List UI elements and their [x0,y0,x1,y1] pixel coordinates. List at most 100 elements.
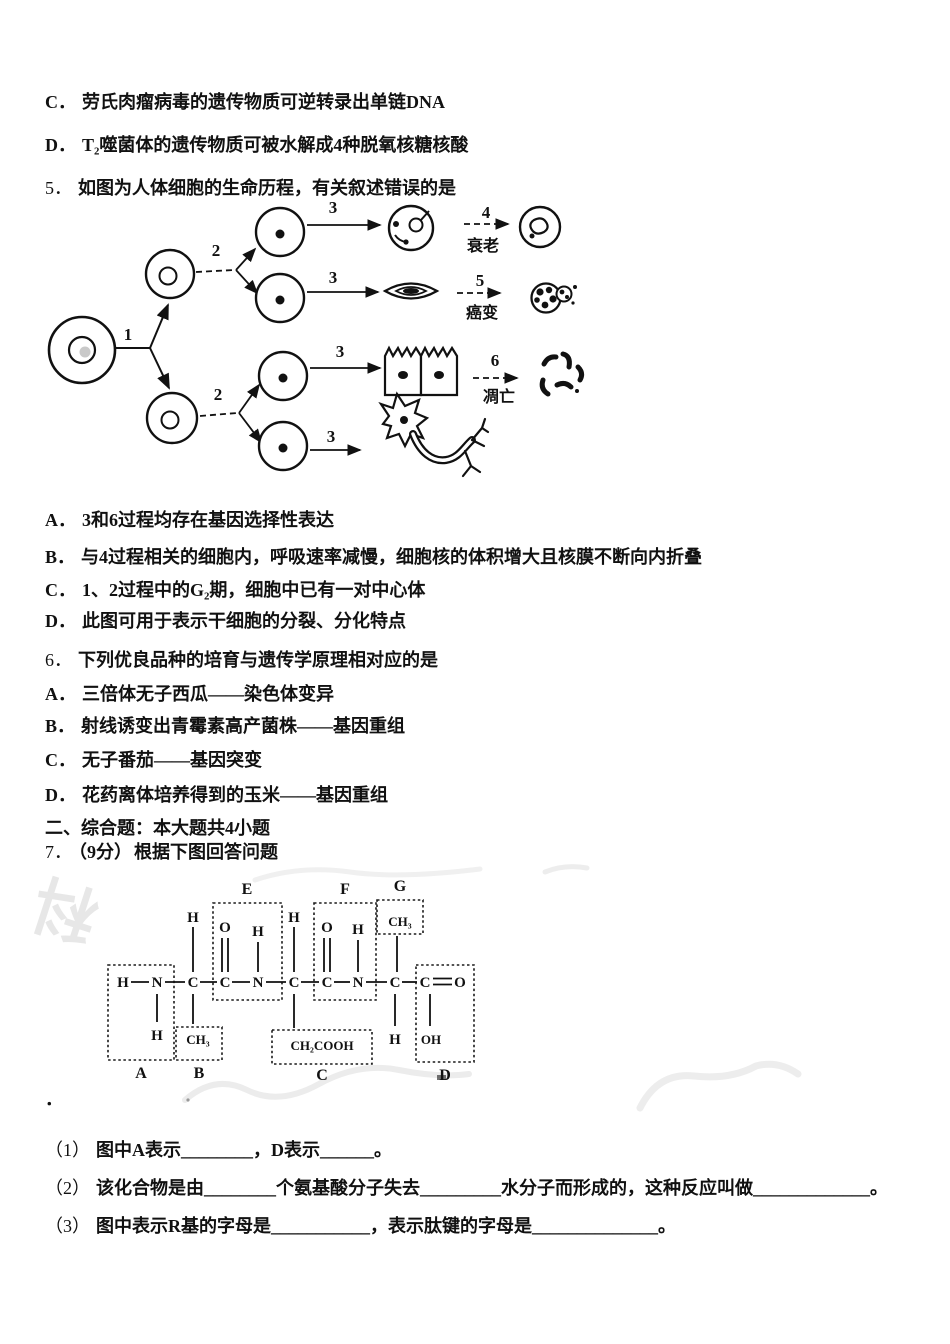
option-label: A． [45,684,76,704]
sub-question-text: 图中表示R基的字母是___________，表示肽键的字母是__________… [96,1216,676,1236]
step-3-label: 3 [329,268,338,287]
atom-H: H [352,922,364,938]
progenitor-cell-upper [144,248,196,300]
option-text: 3和6过程均存在基因选择性表达 [82,510,334,530]
q6-stem: 6．下列优良品种的培育与遗传学原理相对应的是 [45,646,438,672]
q4-option-c: C． 劳氏肉瘤病毒的遗传物质可逆转录出单链DNA [45,88,445,114]
step-3-label: 3 [336,342,345,361]
q7-stem: 7． （9分）根据下图回答问题 [45,838,278,864]
atom-O: O [321,920,333,936]
aged-cell [518,205,562,249]
step-1-label: 1 [124,325,133,344]
q6-option-b: B．射线诱变出青霉素高产菌株——基因重组 [45,712,405,738]
question-text: 根据下图回答问题 [134,842,278,862]
group-OH: OH [421,1032,441,1047]
option-text: 射线诱变出青霉素高产菌株——基因重组 [81,716,406,736]
atom-H: H [389,1032,401,1048]
step-2-label: 2 [214,385,223,404]
stem-cell [47,315,117,385]
option-text: 与4过程相关的细胞内，呼吸速率减慢，细胞核的体积增大且核膜不断向内折叠 [81,547,703,567]
option-text: T₂噬菌体的遗传物质可被水解成4种脱氧核糖核酸 [82,135,469,155]
atom-C: C [188,975,199,991]
sub-question-label: （2） [45,1178,90,1198]
q5-stem: 5． 如图为人体细胞的生命历程，有关叙述错误的是 [45,174,456,200]
bottom-substituents: H CH₃ CH₂COOH H OH [151,994,441,1053]
question-number: 7． [45,842,72,862]
atom-C: C [322,975,333,991]
label-E: E [242,881,253,898]
label-B: B [194,1065,205,1082]
option-text: 劳氏肉瘤病毒的遗传物质可逆转录出单链DNA [82,92,445,112]
q6-option-d: D．花药离体培养得到的玉米——基因重组 [45,781,388,807]
option-text: 花药离体培养得到的玉米——基因重组 [82,785,388,805]
label-F: F [340,881,350,898]
box-A [107,964,175,1061]
cancer-label: 癌变 [466,303,498,322]
atom-H: H [187,910,199,926]
neuron-cell [378,391,490,478]
atom-H: H [117,975,129,991]
aging-label: 衰老 [466,236,499,255]
q4-option-d: D．T₂噬菌体的遗传物质可被水解成4种脱氧核糖核酸 [45,131,468,157]
atom-C: C [289,975,300,991]
q5-option-d: D．此图可用于表示干细胞的分裂、分化特点 [45,607,406,633]
atom-N: N [152,975,163,991]
q5-option-c: C．1、2过程中的G₂期，细胞中已有一对中心体 [45,576,425,602]
group-CH3: CH₃ [186,1032,210,1047]
daughter-cell-2 [254,272,306,324]
main-chain: H N C C N C C N C C O [117,975,466,991]
option-text: 无子番茄——基因突变 [82,750,262,770]
daughter-cell-4 [257,420,309,472]
top-substituents: H O H H O H CH₃ [187,910,412,972]
option-label: B． [45,716,76,736]
daughter-cell-3 [257,350,309,402]
question-number: 5． [45,178,72,198]
atom-N: N [253,975,264,991]
stray-period: ． [45,1089,63,1109]
option-label: C． [45,750,76,770]
atom-N: N [353,975,364,991]
q6-option-a: A．三倍体无子西瓜——染色体变异 [45,680,334,706]
step-4-label: 4 [482,203,491,222]
box-F [313,902,377,1001]
step-3-label: 3 [327,427,336,446]
atom-C: C [420,975,431,991]
question-number: 6． [45,650,72,670]
group-CH2COOH: CH₂COOH [290,1038,353,1053]
label-A: A [135,1065,147,1082]
box-G [376,899,424,935]
q7-peptide-structure: H N C C N C C N C C O H O H H O H CH₃ [107,878,475,1084]
option-label: A． [45,510,76,530]
section-2-heading: 二、综合题：本大题共4小题 [45,814,270,840]
step-6-label: 6 [491,351,500,370]
atom-H: H [288,910,300,926]
atom-H: H [151,1028,163,1044]
progenitor-cell-lower [145,391,199,445]
step-3-label: 3 [329,198,338,217]
apoptotic-fragments [539,351,585,397]
option-label: C． [45,92,76,112]
section-heading-text: 二、综合题：本大题共4小题 [45,818,270,838]
q5-option-b: B．与4过程相关的细胞内，呼吸速率减慢，细胞核的体积增大且核膜不断向内折叠 [45,543,702,569]
group-CH3: CH₃ [388,914,412,929]
epithelial-cells [383,345,459,397]
question-text: 如图为人体细胞的生命历程，有关叙述错误的是 [78,178,456,198]
question-score: （9分） [78,842,132,862]
box-B [175,1026,223,1061]
atom-O: O [219,920,231,936]
box-E [212,902,283,1001]
q7-sub-1: （1）图中A表示________，D表示______。 [45,1136,392,1162]
sub-question-text: 该化合物是由________个氨基酸分子失去_________水分子而形成的，这… [96,1178,888,1198]
label-C: C [316,1067,328,1084]
option-text: 1、2过程中的G₂期，细胞中已有一对中心体 [82,580,426,600]
box-D [415,964,475,1063]
sub-question-text: 图中A表示________，D表示______。 [96,1140,392,1160]
atom-C: C [390,975,401,991]
daughter-cell-1 [254,206,306,258]
q5-option-a: A． 3和6过程均存在基因选择性表达 [45,506,334,532]
step-2-label: 2 [212,241,221,260]
q5-cell-life-diagram: 1 2 3 4 衰老 3 5 癌变 [47,198,585,478]
cancer-cell-cluster [530,282,577,314]
option-label: D． [45,611,76,631]
